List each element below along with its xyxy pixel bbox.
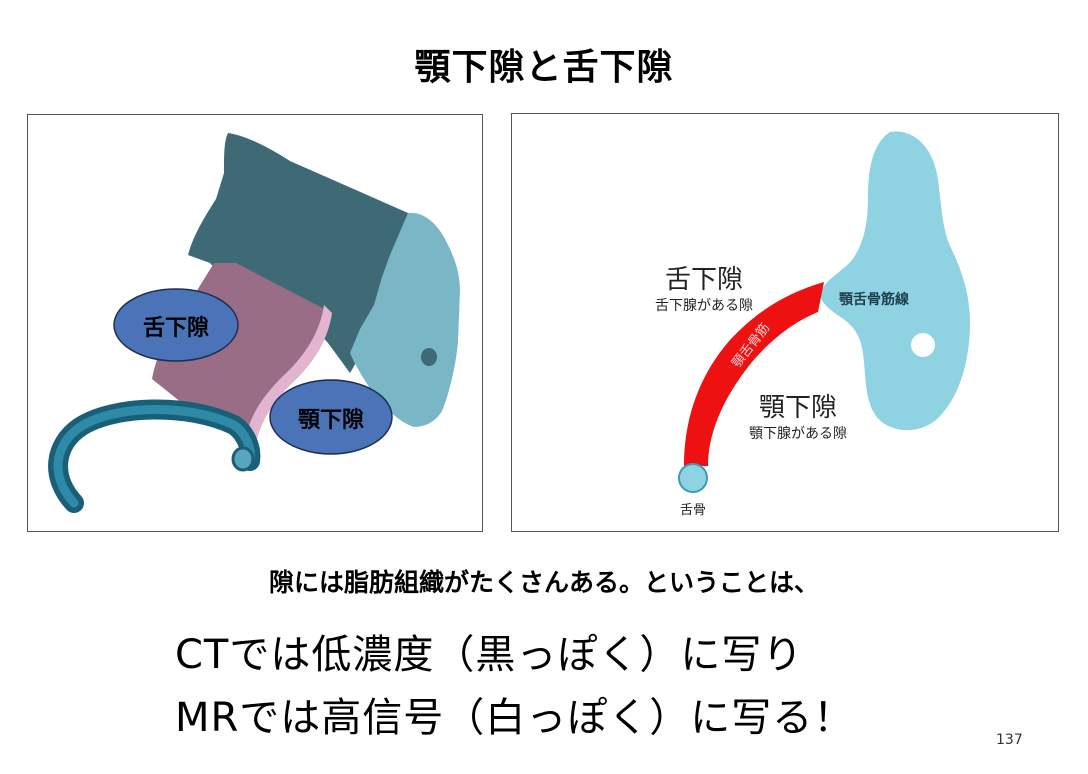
ct-statement: CTでは低濃度（黒っぽく）に写り [175, 632, 804, 678]
submandibular-space-title: 顎下隙 [759, 393, 837, 423]
mylohyoid-muscle-band [684, 282, 824, 466]
hyoid-tube-end [231, 446, 255, 472]
right-section-diagram: 舌骨 顎舌骨筋 顎舌骨筋線 舌下隙 舌下腺がある隙 顎下隙 顎下腺がある隙 [655, 131, 970, 518]
left-label-submandibular: 顎下隙 [298, 408, 364, 433]
mandible-body-dark [188, 133, 408, 373]
hyoid-label: 舌骨 [680, 503, 706, 518]
mandible-face-light [350, 212, 460, 427]
sublingual-label-oval [113, 288, 239, 362]
page-number: 137 [996, 732, 1023, 748]
right-diagram-panel: 舌骨 顎舌骨筋 顎舌骨筋線 舌下隙 舌下腺がある隙 顎下隙 顎下腺がある隙 [511, 113, 1059, 532]
sublingual-space-caption: 舌下腺がある隙 [655, 298, 753, 314]
hyoid-bone [678, 463, 708, 493]
submandibular-space-caption: 顎下腺がある隙 [749, 426, 847, 442]
mandibular-canal [911, 333, 935, 357]
sublingual-space-title: 舌下隙 [665, 265, 743, 295]
mandible-cross-section [820, 131, 970, 431]
submandibular-label-oval [269, 379, 393, 455]
mandibular-foramen [421, 348, 437, 366]
hyoid-tube-highlight [53, 404, 255, 508]
left-3d-diagram: 舌下隙 顎下隙 [48, 133, 460, 513]
mylohyoid-edge [246, 305, 332, 443]
left-label-sublingual: 舌下隙 [143, 316, 209, 341]
mylohyoid-line-label: 顎舌骨筋線 [839, 291, 909, 308]
intro-sentence: 隙には脂肪組織がたくさんある。ということは、 [268, 568, 819, 597]
left-diagram-panel: 舌下隙 顎下隙 [27, 114, 483, 532]
mr-statement: MRでは高信号（白っぽく）に写る！ [175, 695, 855, 741]
slide-title: 顎下隙と舌下隙 [414, 47, 674, 88]
